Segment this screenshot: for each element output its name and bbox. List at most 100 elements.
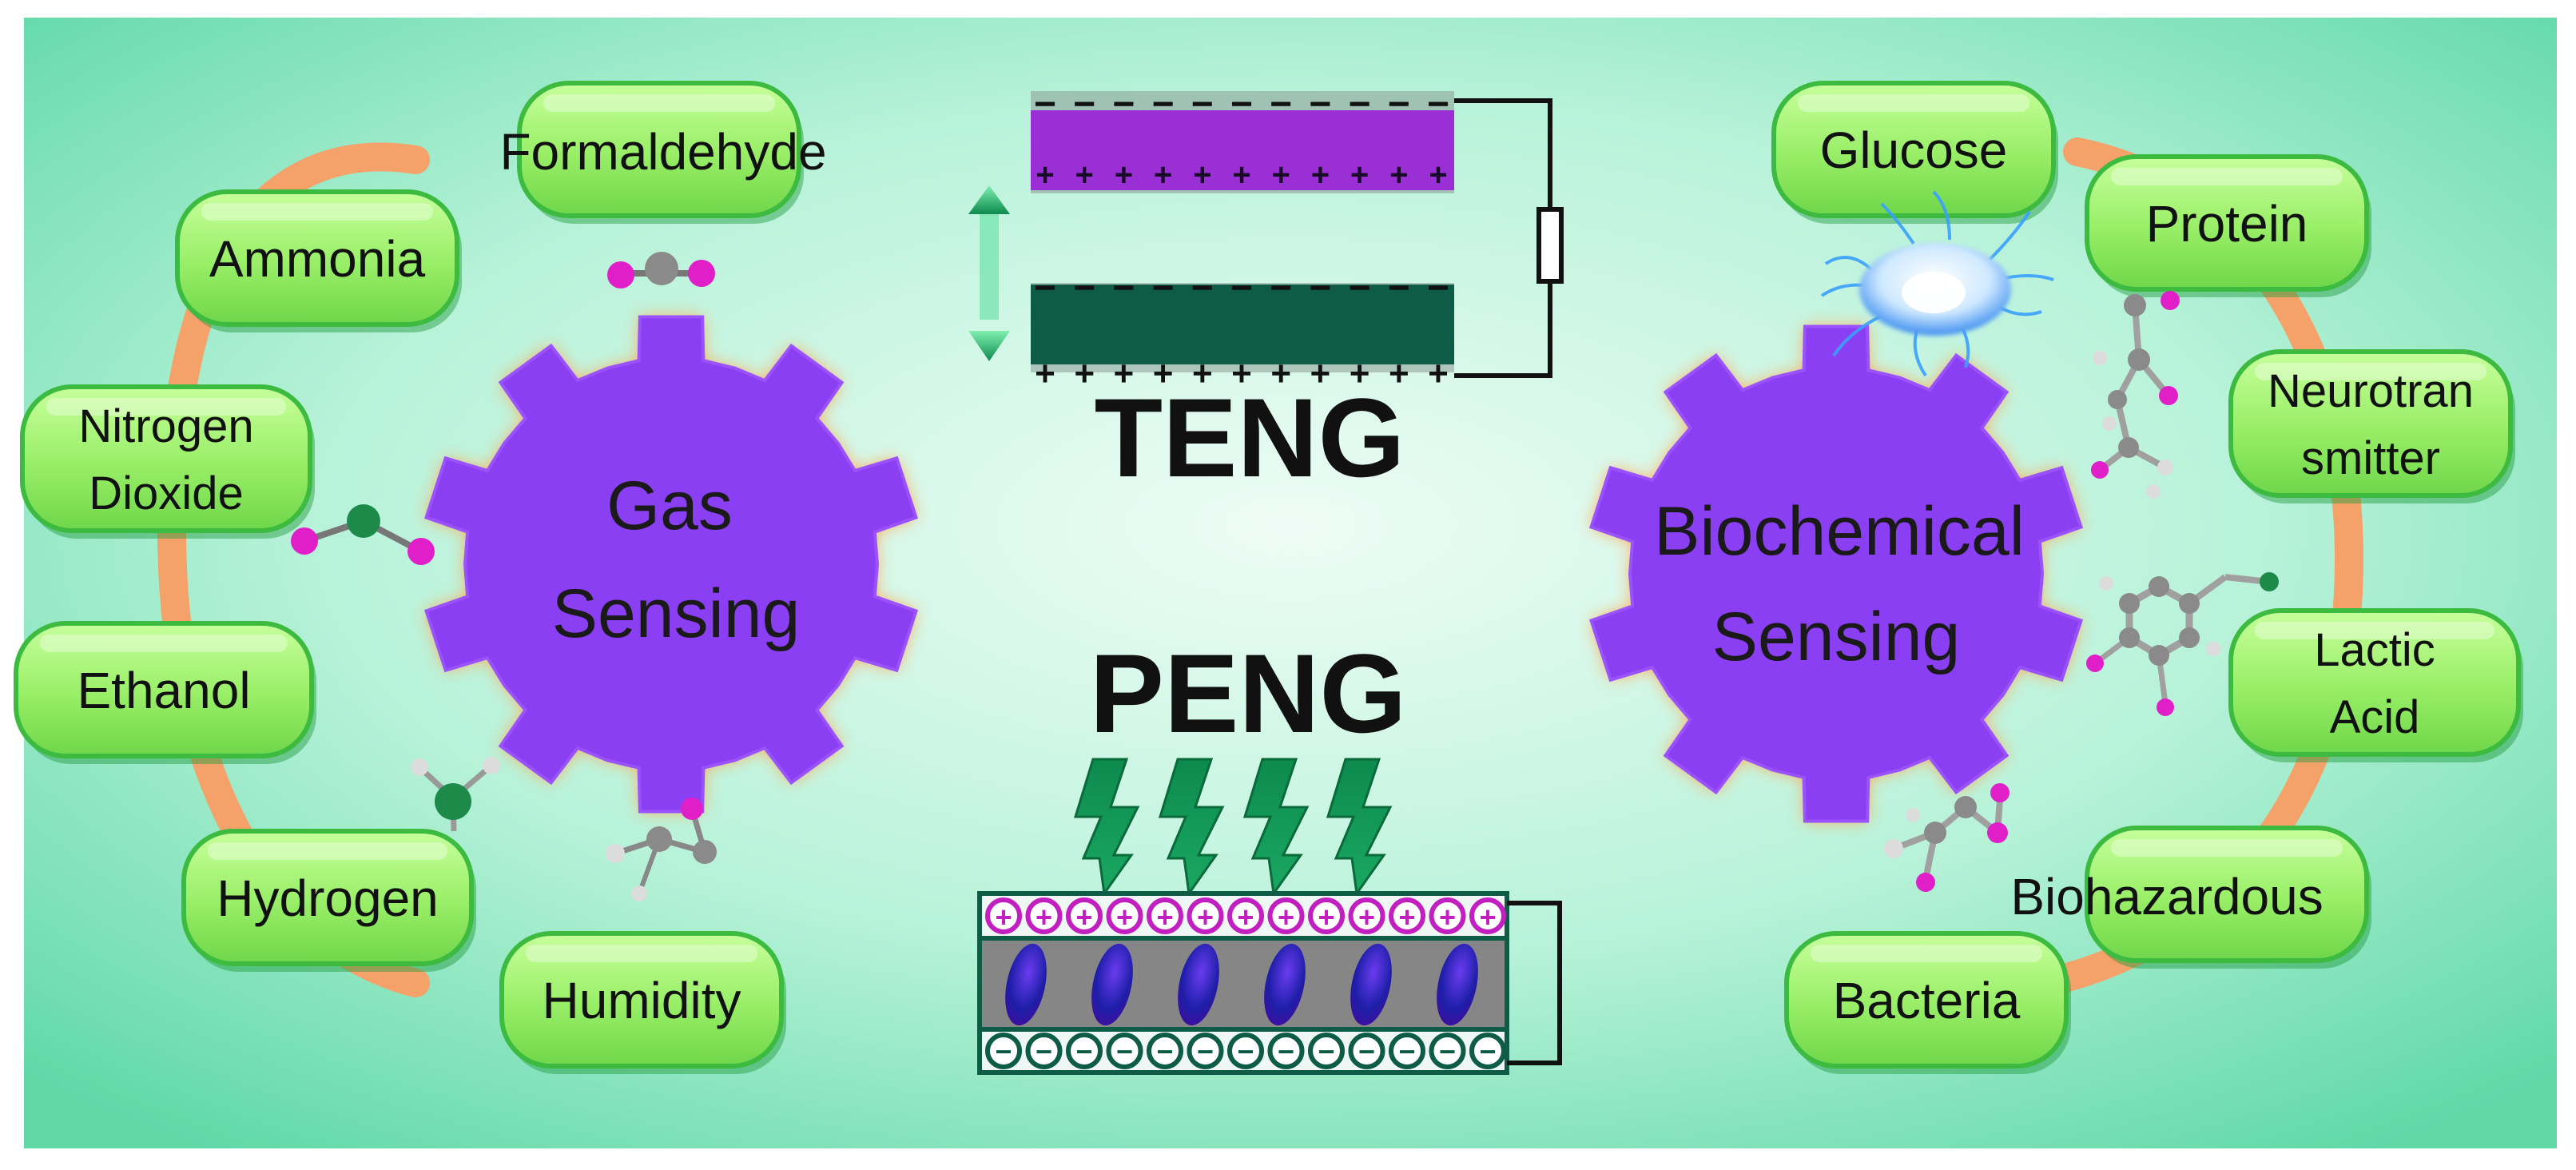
pill-shape (2228, 349, 2513, 498)
svg-text:+: + (1036, 901, 1052, 933)
bio-target-pill-label: Protein (2146, 195, 2308, 253)
negative-charge-icon: − (1308, 1033, 1345, 1069)
charge-symbol: + (1231, 354, 1252, 393)
svg-text:+: + (1075, 901, 1092, 933)
positive-charge-icon: + (985, 897, 1022, 934)
pill-shape (1784, 931, 2069, 1069)
svg-text:+: + (1116, 901, 1133, 933)
positive-charge-icon: + (1066, 897, 1103, 934)
gas-target-pill: Hydrogen (181, 829, 476, 972)
peng-device: +++++++++++++ −−−−−−−−−−−−− (977, 758, 1562, 1075)
positive-charge-icon: + (1187, 897, 1224, 934)
peng-circuit-wire (1507, 901, 1562, 1065)
positive-charge-icon: + (1469, 897, 1506, 934)
charge-symbol: − (1349, 83, 1371, 125)
pill-highlight (2255, 622, 2495, 639)
pill-highlight (208, 842, 447, 860)
charge-symbol: + (1429, 157, 1447, 193)
bio-target-pill-label: Glucose (1820, 121, 2008, 179)
charge-symbol: + (1193, 157, 1211, 193)
bio-hub-line2: Sensing (1712, 599, 1961, 675)
svg-text:−: − (1278, 1035, 1294, 1068)
teng-bottom-layer (1031, 285, 1454, 364)
pill-highlight (40, 635, 288, 652)
charge-symbol: + (1154, 157, 1172, 193)
svg-text:−: − (1156, 1035, 1173, 1068)
charge-symbol: − (1112, 83, 1135, 125)
gear-icon (423, 315, 919, 814)
charge-symbol: − (1073, 267, 1095, 309)
lightning-bolt-icons (1073, 758, 1393, 897)
pill-highlight (2111, 168, 2343, 185)
negative-charge-icon: − (985, 1033, 1022, 1069)
charge-symbol: + (1035, 354, 1055, 393)
negative-charge-icon: − (1389, 1033, 1425, 1069)
bio-hub-line1: Biochemical (1654, 493, 2025, 570)
pill-highlight (201, 203, 433, 221)
pill-highlight (526, 945, 757, 962)
pill-shape (175, 189, 459, 327)
bio-target-pill: Glucose (1771, 81, 2058, 224)
gas-target-pill-label: Hydrogen (217, 870, 439, 927)
positive-charge-icon: + (1389, 897, 1425, 934)
gas-target-pill-label: Ethanol (77, 662, 250, 719)
lightning-bolt-icon (1073, 758, 1140, 897)
charge-symbol: − (1309, 83, 1331, 125)
charge-symbol: − (1034, 83, 1056, 125)
bio-target-pill: Biohazardous (2010, 826, 2371, 969)
charge-symbol: + (1389, 157, 1408, 193)
charge-symbol: − (1230, 267, 1253, 309)
bio-target-pill-label: Neurotran (2268, 365, 2474, 417)
svg-text:−: − (995, 1035, 1012, 1068)
charge-symbol: − (1388, 267, 1410, 309)
svg-text:−: − (1479, 1035, 1496, 1068)
svg-text:−: − (1075, 1035, 1092, 1068)
charge-symbol: + (1350, 354, 1370, 393)
gas-target-pill-label: Formaldehyde (499, 123, 826, 181)
svg-text:+: + (1156, 901, 1173, 933)
charge-symbol: − (1191, 83, 1214, 125)
peng-dipoles (1005, 943, 1478, 1026)
positive-charge-icon: + (1227, 897, 1264, 934)
bacterium-icon (1820, 190, 2054, 377)
negative-charge-icon: − (1187, 1033, 1224, 1069)
pill-shape (2085, 154, 2369, 292)
svg-text:+: + (995, 901, 1012, 933)
dipole-ellipse (1437, 943, 1478, 1026)
charge-symbol: − (1191, 267, 1214, 309)
svg-text:+: + (1237, 901, 1254, 933)
teng-top-layer (1031, 110, 1454, 190)
bio-target-pill: Neurotran smitter (2228, 349, 2515, 503)
gas-target-pill: Ethanol (14, 621, 316, 764)
no2-molecule-icon (291, 504, 435, 565)
dipole-ellipse (1091, 943, 1133, 1026)
charge-symbol: + (1272, 157, 1290, 193)
negative-charge-icon: − (1227, 1033, 1264, 1069)
positive-charge-icon: + (1147, 897, 1183, 934)
charge-symbol: + (1075, 157, 1094, 193)
negative-charge-icon: − (1106, 1033, 1143, 1069)
svg-text:+: + (1398, 901, 1415, 933)
gear-icon (1588, 324, 2084, 823)
gas-target-pill: Formaldehyde (499, 81, 827, 224)
negative-charge-icon: − (1348, 1033, 1385, 1069)
negative-charge-icon: − (1429, 1033, 1466, 1069)
dipole-ellipse (1178, 943, 1219, 1026)
peng-piezo-layer (977, 936, 1509, 1032)
bio-target-pill-label: Bacteria (1833, 972, 2021, 1029)
gas-target-pill-label: Dioxide (89, 468, 243, 519)
bio-target-pill: Bacteria (1784, 931, 2071, 1074)
negative-charge-icon: − (1267, 1033, 1305, 1069)
neurotransmitter-molecule-icon (2091, 291, 2180, 499)
pill-highlight (543, 94, 775, 112)
ethanol-molecule-icon (606, 798, 717, 901)
svg-text:−: − (1237, 1035, 1254, 1068)
bio-target-pill-label: Acid (2330, 691, 2420, 743)
positive-charge-icon: + (1267, 897, 1305, 934)
bio-target-pill-label: smitter (2301, 432, 2440, 484)
teng-device: −−−−−−−−−−−+++++++++++ −−−−−−−−−−−++++++… (968, 83, 1564, 393)
lightning-bolt-icon (1326, 758, 1393, 897)
biohazard-molecule-icon (1884, 783, 2010, 892)
gas-target-pill-label: Nitrogen (78, 400, 253, 452)
